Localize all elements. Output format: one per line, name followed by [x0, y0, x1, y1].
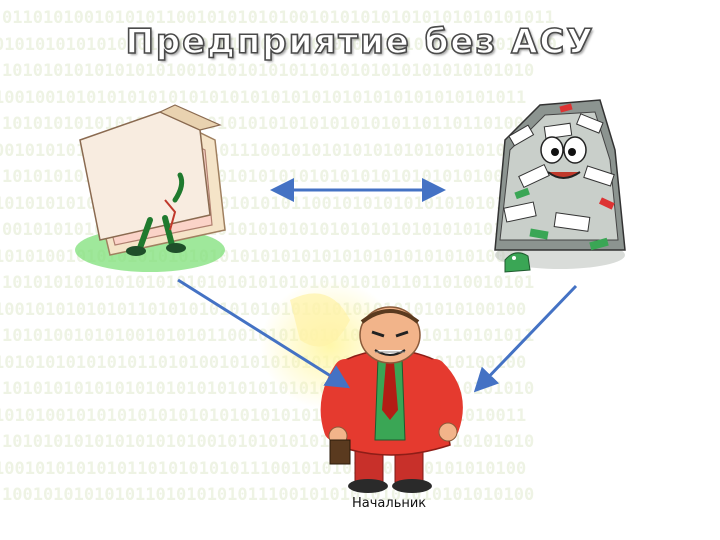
- boss-figure-icon: [320, 306, 463, 493]
- arrow-pile-to-boss: [473, 284, 578, 393]
- page-title: Предприятие без АСУ: [125, 21, 595, 63]
- boss-label: Начальник: [352, 496, 427, 511]
- arrow-folder-to-boss: [177, 278, 351, 389]
- folder-with-papers-icon: [75, 104, 226, 272]
- paper-pile-monster-icon: [494, 99, 626, 273]
- glow-accent: [290, 293, 350, 347]
